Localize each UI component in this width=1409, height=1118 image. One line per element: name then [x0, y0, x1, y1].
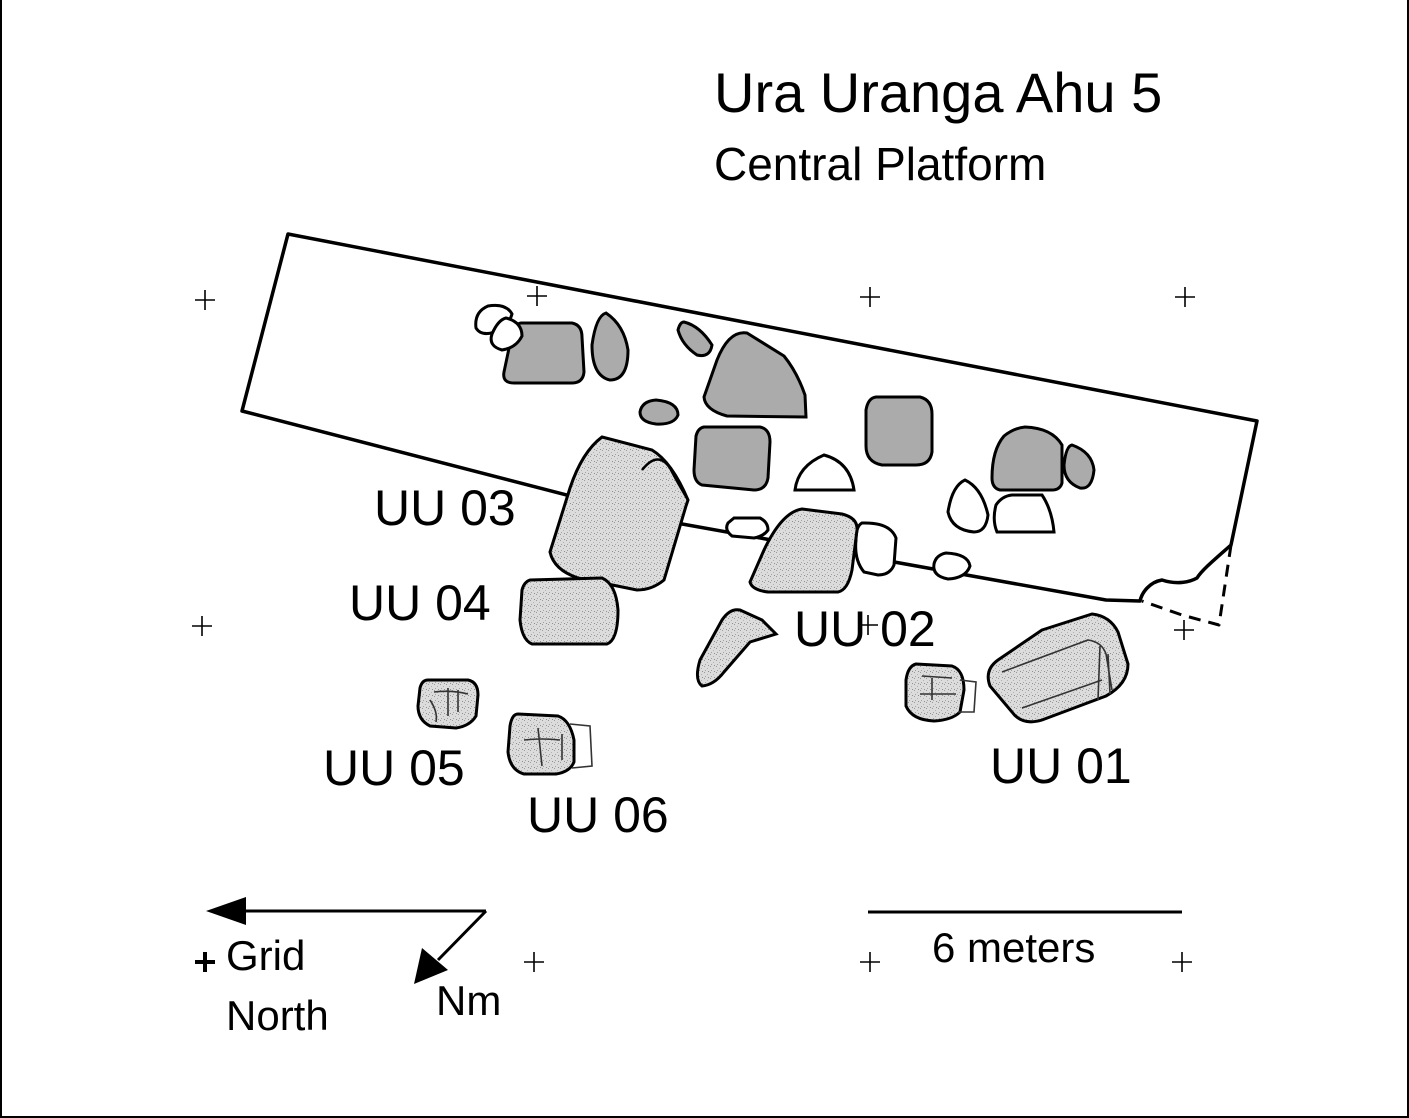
grid-cross — [1175, 287, 1195, 307]
grid-cross — [527, 286, 547, 306]
moai-small — [904, 662, 977, 723]
label-uu04: UU 04 — [349, 575, 491, 631]
grid-cross — [860, 952, 880, 972]
stone — [702, 331, 808, 419]
stone — [1062, 443, 1096, 490]
stone — [590, 311, 630, 382]
stone — [638, 398, 680, 426]
white-stones — [474, 303, 1056, 581]
grid-north-cross — [195, 952, 215, 972]
moai-fragment — [695, 608, 779, 688]
moai-statues — [416, 435, 1130, 776]
magnetic-north-line — [436, 909, 488, 962]
grid-north-arrowhead-icon — [206, 897, 246, 925]
stone — [864, 395, 934, 467]
grid-cross — [1172, 952, 1192, 972]
grid-cross — [192, 616, 212, 636]
label-uu03: UU 03 — [374, 480, 516, 536]
grid-north-label-line2: North — [226, 992, 329, 1039]
moai-uu04 — [518, 576, 620, 646]
moai-uu03 — [548, 435, 690, 592]
grey-stones — [502, 311, 1096, 492]
label-uu01: UU 01 — [990, 738, 1132, 794]
stone — [793, 453, 856, 492]
moai-uu05 — [416, 678, 480, 730]
stone — [990, 425, 1064, 492]
stone — [854, 521, 898, 577]
grid-cross — [860, 287, 880, 307]
stone — [932, 551, 972, 581]
stone — [489, 316, 524, 352]
grid-cross — [195, 290, 215, 310]
stone — [676, 320, 714, 357]
label-uu06: UU 06 — [527, 787, 669, 843]
scale-label: 6 meters — [932, 924, 1095, 971]
stone — [992, 493, 1056, 534]
moai-uu06 — [506, 712, 593, 776]
diagram-subtitle: Central Platform — [714, 138, 1046, 190]
magnetic-north-arrowhead-icon — [414, 948, 448, 984]
moai-uu01 — [986, 612, 1130, 724]
stone — [692, 425, 772, 492]
stone — [946, 478, 990, 534]
diagram-title: Ura Uranga Ahu 5 — [714, 61, 1162, 124]
grid-cross — [1174, 620, 1194, 640]
moai-uu02 — [748, 507, 859, 594]
grid-cross — [858, 615, 878, 635]
grid-cross — [524, 952, 544, 972]
north-arrows — [195, 897, 488, 984]
magnetic-north-label: Nm — [436, 977, 501, 1024]
label-uu05: UU 05 — [323, 740, 465, 796]
stone — [725, 516, 770, 540]
platform-outline — [240, 232, 1259, 603]
platform-dashed-edge — [1141, 544, 1233, 627]
grid-north-label-line1: Grid — [226, 932, 305, 979]
label-uu02: UU 02 — [794, 601, 936, 657]
